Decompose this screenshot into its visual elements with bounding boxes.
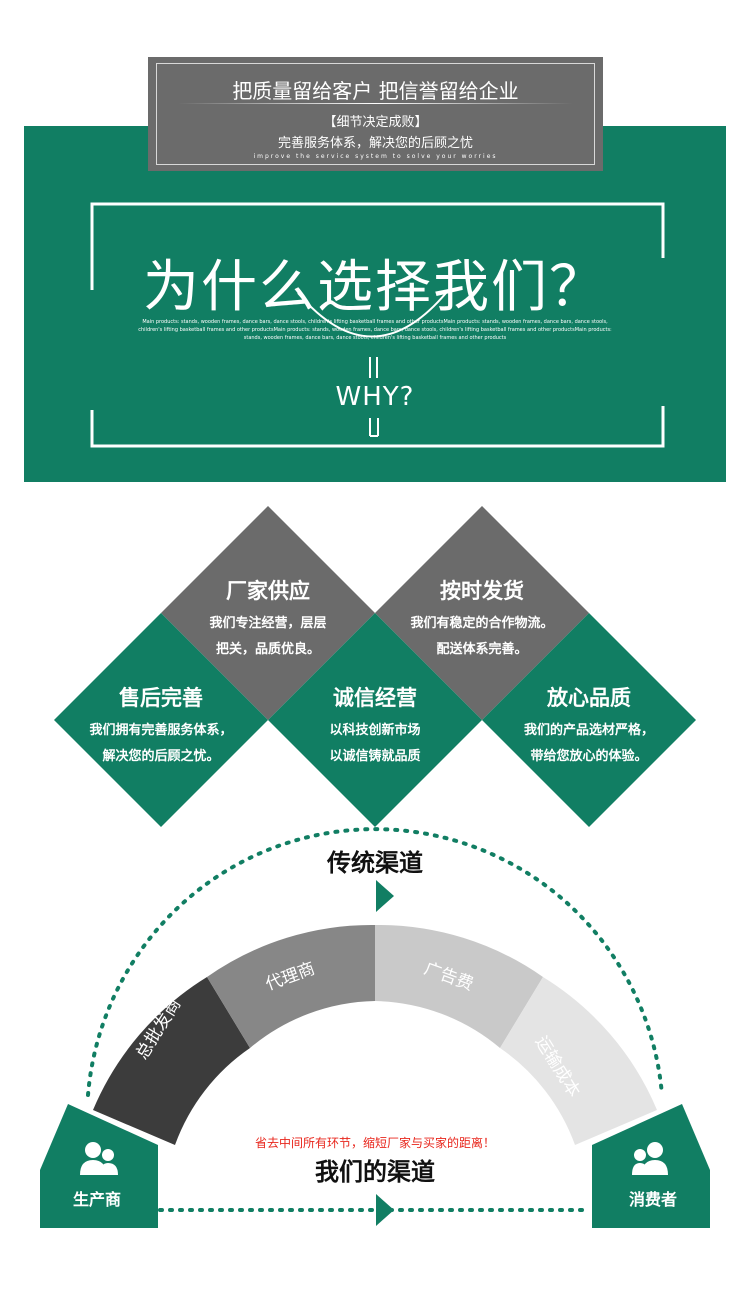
diamond-after-sales [54,613,268,827]
dotted-arc [86,827,664,1097]
feature-line: 带给您放心的体验。 [530,749,648,764]
segment-agent [207,924,375,1048]
feature-diamonds [54,506,696,827]
banner-divider [178,103,573,104]
banner-title: 把质量留给客户 把信誉留给企业 [232,79,519,103]
hero-panel [24,126,726,482]
consumer-label: 消费者 [628,1190,677,1209]
hero-micro-text: Main products: stands, wooden frames, da… [138,319,612,341]
feature-title: 厂家供应 [226,579,310,603]
feature-title: 诚信经营 [333,686,417,710]
feature-line: 配送体系完善。 [436,642,528,657]
banner-subtitle-2: 完善服务体系，解决您的后顾之忧 [277,136,473,151]
feature-quality: 放心品质 我们的产品选材严格， 带给您放心的体验。 [494,682,684,770]
feature-line: 把关，品质优良。 [215,642,320,657]
producer-label: 生产商 [72,1190,121,1209]
segment-shipping [500,977,657,1145]
segment-ad-fee [375,924,543,1048]
banner-subtitle-1: 【细节决定成败】 [323,115,428,130]
our-channel-title: 我们的渠道 [315,1158,435,1186]
segment-wholesaler [93,977,250,1145]
slogan-banner: 把质量留给客户 把信誉留给企业 【细节决定成败】 完善服务体系，解决您的后顾之忧… [148,57,603,171]
people-icon [80,1142,118,1175]
feature-on-time-delivery: 按时发货 我们有稳定的合作物流。 配送体系完善。 [392,575,572,663]
feature-line: 以科技创新市场 [329,723,421,738]
arrow-right-icon [376,1194,394,1226]
traditional-channel-title: 传统渠道 [327,849,423,877]
banner-english: improve the service system to solve your… [253,153,498,160]
hero-title: 为什么选择我们？ [143,255,607,320]
arrow-right-icon [376,880,394,912]
feature-factory-supply: 厂家供应 我们专注经营，层层 把关，品质优良。 [178,575,358,663]
feature-line: 我们拥有完善服务体系， [89,723,233,738]
why-label: WHY? [335,382,415,412]
feature-title: 按时发货 [440,579,524,603]
people-icon [632,1142,668,1175]
diamond-integrity [268,613,482,827]
feature-integrity: 诚信经营 以科技创新市场 以诚信铸就品质 [285,682,465,770]
feature-line: 我们有稳定的合作物流。 [410,616,554,631]
diamond-quality [482,613,696,827]
banner-border [156,63,595,165]
feature-title: 售后完善 [119,686,203,710]
feature-line: 解决您的后顾之忧。 [102,749,220,764]
feature-line: 以诚信铸就品质 [329,749,421,764]
hero-frame [90,202,665,448]
channel-note: 省去中间所有环节，缩短厂家与买家的距离！ [254,1136,495,1150]
feature-after-sales: 售后完善 我们拥有完善服务体系， 解决您的后顾之忧。 [66,682,256,770]
feature-line: 我们专注经营，层层 [209,616,327,631]
feature-title: 放心品质 [547,686,631,710]
feature-line: 我们的产品选材严格， [523,723,654,738]
